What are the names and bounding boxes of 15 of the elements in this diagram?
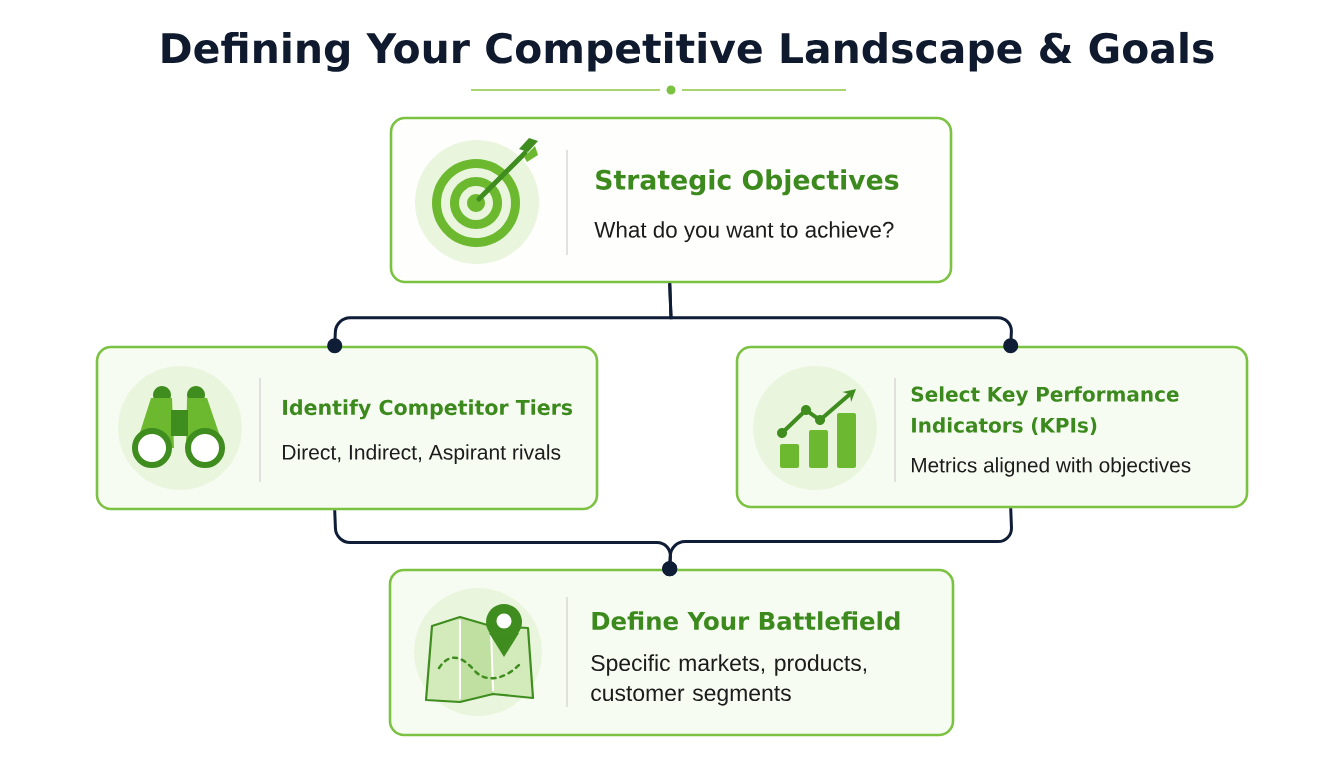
box-description: Direct, Indirect, Aspirant rivals [283, 444, 561, 464]
process-box [95, 345, 599, 511]
connector [668, 283, 1019, 354]
box-description: Metrics aligned with objectives [912, 457, 1191, 477]
box-heading: Identify Competitor Tiers [283, 399, 573, 420]
box-heading: Define Your Battlefield [592, 611, 900, 631]
process-box [388, 568, 955, 737]
box-description: Specific markets, products, customer segments [591, 654, 866, 706]
process-box [735, 345, 1249, 509]
title: Defining Your Competitive Landscape & Goals [162, 31, 1214, 72]
box-heading: Select Key Performance Indicators (KPIs) [911, 386, 1179, 436]
box-description: What do you want to achieve? [594, 221, 894, 243]
connector [662, 508, 1013, 577]
box-heading: Strategic Objectives [596, 169, 899, 196]
process-box [389, 116, 953, 284]
